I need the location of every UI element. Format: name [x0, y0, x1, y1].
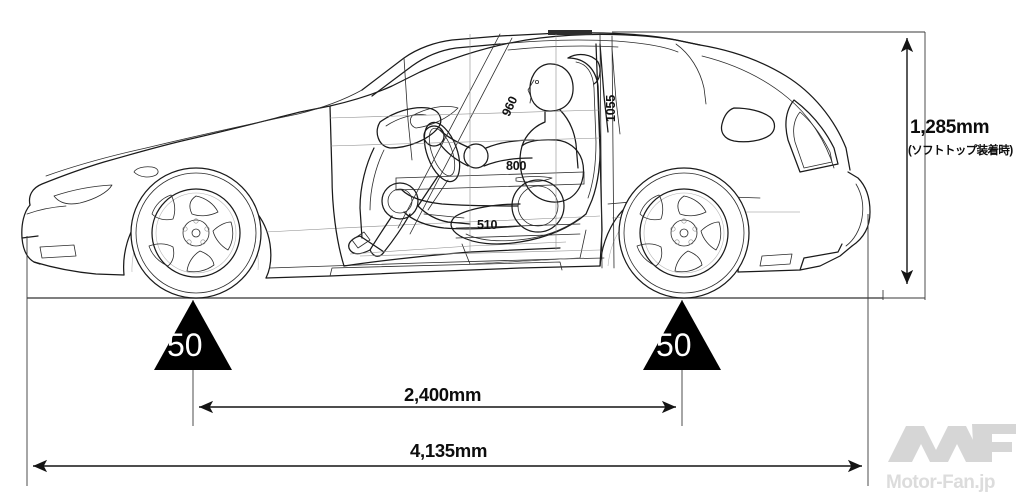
rear-axle-marker-value: 50 — [656, 327, 692, 363]
wheelbase-label: 2,400mm — [404, 384, 482, 405]
seat-outline — [450, 53, 601, 265]
motorfan-logo-icon — [888, 424, 1016, 462]
cabin-height-dimension-label: 1055 — [604, 94, 618, 122]
shoulder-room-dimension-label: 800 — [506, 159, 527, 173]
overall-length-label: 4,135mm — [410, 440, 488, 461]
rear-axle-marker — [643, 300, 721, 370]
front-axle-marker — [154, 300, 232, 370]
front-wheel — [130, 167, 262, 299]
rear-wheel — [618, 167, 750, 299]
front-axle-marker-value: 50 — [167, 327, 203, 363]
steering-wheel-and-dash — [343, 106, 567, 267]
overall-height-note: (ソフトトップ装着時) — [908, 145, 1013, 157]
interior-dimension-lines — [329, 33, 615, 269]
watermark-text: Motor-Fan.jp — [886, 472, 996, 493]
hip-point-dimension-label: 510 — [477, 218, 498, 232]
overall-height-label: 1,285mm — [910, 117, 990, 138]
